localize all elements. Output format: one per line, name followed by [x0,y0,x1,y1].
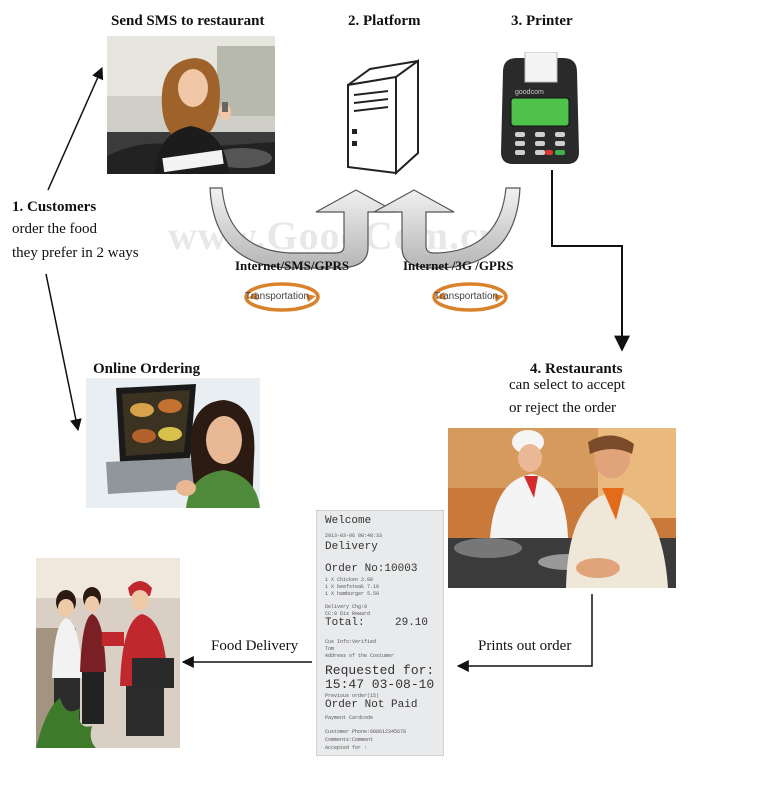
arrow-to-sms [47,66,104,191]
receipt-accepted: Accepted for : [325,745,368,751]
customers-desc-line1: order the food [12,221,97,237]
receipt-order-no: Order No:10003 [325,563,418,575]
order-receipt: Welcome 2013-03-06 08:48:33 Delivery Ord… [316,510,444,756]
transport-left-label: Transportation [245,291,310,302]
receipt-item-1: 1 X Chicken 2.00 [325,577,374,583]
printer-label: 3. Printer [511,13,573,29]
receipt-not-paid: Order Not Paid [325,699,418,711]
restaurants-desc-line1: can select to accept [509,377,626,393]
food-delivery-photo [36,558,180,748]
receipt-total-label: Total: [325,617,365,629]
transportation-ring-right-icon [432,282,508,312]
server-icon [338,55,428,179]
online-ordering-photo [86,378,260,508]
receipt-prev-orders: Previous order(15) [325,693,380,699]
receipt-cus-info: Cus Info:Verified [325,639,377,645]
customers-label: 1. Customers [12,199,97,215]
receipt-cus-name: Tom [325,646,335,652]
food-delivery-label: Food Delivery [211,638,299,654]
arrow-prints-out [456,594,593,672]
printer-device-icon: goodcom [497,52,583,166]
receipt-date: 2013-03-06 08:48:33 [325,533,383,539]
receipt-phone: Customer Phone:008612345678 [325,729,407,735]
left-network-label: Internet/SMS/GPRS [235,258,350,273]
send-sms-label: Send SMS to restaurant [111,13,265,29]
restaurants-label: 4. Restaurants [530,361,623,377]
receipt-item-3: 1 X hamburger 5.50 [325,591,380,597]
printer-screen-brand: goodcom [515,89,544,96]
arrow-printer-to-restaurant [551,170,630,352]
right-curved-arrow [373,187,521,269]
receipt-req-time: 15:47 03-08-10 [325,677,435,692]
receipt-comments: Comments:Comment [325,737,374,743]
left-curved-arrow [209,187,397,269]
prints-out-label: Prints out order [478,638,572,654]
transportation-ring-left-icon [244,282,320,312]
online-ordering-label: Online Ordering [93,361,201,377]
restaurant-chefs-photo [448,428,676,588]
receipt-welcome: Welcome [325,515,372,527]
transport-right-label: Transportation [434,291,499,302]
receipt-charge-1: Delivery Chg:0 [325,604,368,610]
right-network-label: Internet /3G /GPRS [403,258,514,273]
receipt-item-2: 1 X beefsteak 7.10 [325,584,380,590]
sms-customer-photo [107,36,275,174]
receipt-pay-method: Payment Cardcode [325,715,374,721]
receipt-charge-2: CC:0 Dis Reward [325,611,371,617]
platform-label: 2. Platform [348,13,421,29]
receipt-delivery: Delivery [325,541,378,553]
customers-desc-line2: they prefer in 2 ways [12,245,139,261]
receipt-requested: Requested for: [325,663,435,678]
receipt-cus-addr: Address of the Costumer [325,653,395,659]
restaurants-desc-line2: or reject the order [509,400,617,416]
arrow-to-online [45,273,82,432]
receipt-total-value: 29.10 [395,617,429,629]
